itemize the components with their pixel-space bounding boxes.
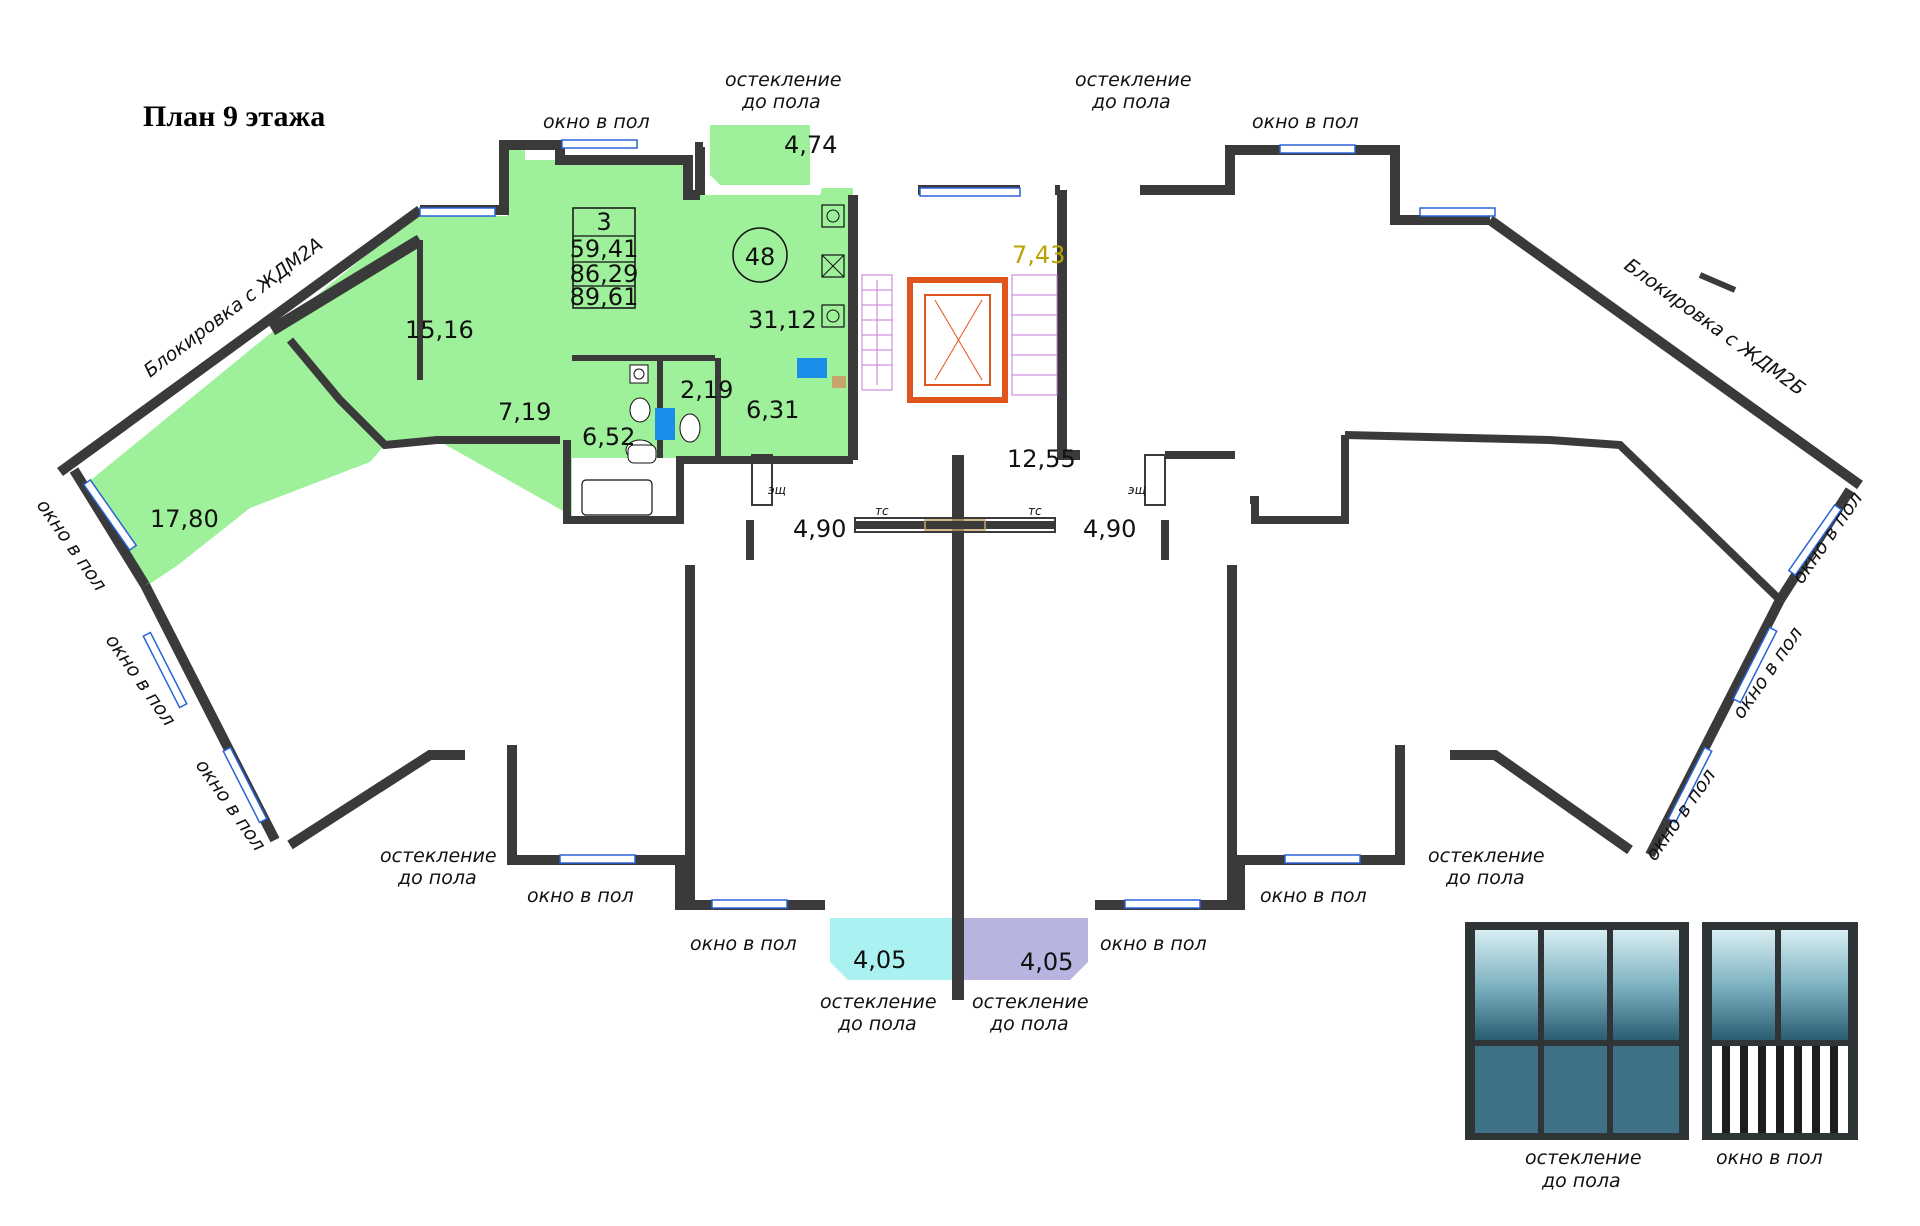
area-vestibule-left: 4,90 <box>793 515 846 543</box>
legend-glazing-label-1: остекление <box>1525 1147 1642 1169</box>
living-area: 59,41 <box>570 235 639 263</box>
staircase <box>861 274 1058 396</box>
legend-window-floor-label: окно в пол <box>1716 1147 1823 1169</box>
area-lobby: 12,55 <box>1007 445 1076 473</box>
area-bedroom-2: 17,80 <box>150 505 219 533</box>
label-glazing-balcony-left-2: до пола <box>837 1013 917 1035</box>
label-glazing-bottom-left-1: остекление <box>380 845 497 867</box>
area-wc: 2,19 <box>680 376 733 404</box>
area-bedroom-1: 15,16 <box>405 316 474 344</box>
kitchen-fixtures <box>797 204 846 388</box>
rooms-count: 3 <box>596 208 611 236</box>
apartment-fill <box>86 142 853 587</box>
apartment-48[interactable] <box>86 125 1088 980</box>
area-living-room: 31,12 <box>748 306 817 334</box>
label-glazing-bottom-right-1: остекление <box>1428 845 1545 867</box>
balcony-bottom-right-fill <box>964 918 1088 980</box>
apartment-number: 48 <box>745 243 776 271</box>
legend-glazing: остекление до пола <box>1465 922 1689 1192</box>
label-window-bottom-center-right: окно в пол <box>1100 933 1207 955</box>
label-glazing-top-right-2: до пола <box>1091 91 1171 113</box>
area-vestibule-right: 4,90 <box>1083 515 1136 543</box>
legend-window-floor: окно в пол <box>1702 922 1858 1169</box>
label-glazing-balcony-right-2: до пола <box>989 1013 1069 1035</box>
plan-title: План 9 этажа <box>143 100 325 133</box>
label-tc-right: тс <box>1028 504 1042 518</box>
area-balcony-bottom-left: 4,05 <box>853 946 906 974</box>
label-window-top-right: окно в пол <box>1252 111 1359 133</box>
label-window-bottom-right: окно в пол <box>1260 885 1367 907</box>
area-balcony-bottom-right: 4,05 <box>1020 948 1073 976</box>
apartment-number-badge: 48 <box>732 227 788 283</box>
label-glazing-bottom-left-2: до пола <box>397 867 477 889</box>
room-areas: 4,74 31,12 15,16 17,80 7,19 6,52 2,19 6,… <box>150 131 1136 976</box>
walls <box>57 140 1863 1000</box>
area-kitchen: 6,31 <box>746 396 799 424</box>
label-window-bottom-center-left: окно в пол <box>690 933 797 955</box>
label-glazing-top-left-2: до пола <box>741 91 821 113</box>
label-glazing-bottom-right-2: до пола <box>1445 867 1525 889</box>
balcony-bottom-left-fill <box>830 918 952 980</box>
label-tc-left: тс <box>875 504 889 518</box>
apartment-info-table: 3 59,41 86,29 89,61 <box>570 207 639 311</box>
label-window-top-left: окно в пол <box>543 111 650 133</box>
annotations: окно в пол остекление до пола остекление… <box>32 69 1867 1035</box>
area-hall: 7,19 <box>498 398 551 426</box>
label-glazing-balcony-right-1: остекление <box>972 991 1089 1013</box>
area-balcony-top: 4,74 <box>784 131 837 159</box>
elevator-shaft <box>907 277 1008 403</box>
small-labels: эщ эщ тс тс <box>768 483 1146 518</box>
total-area: 86,29 <box>570 260 639 288</box>
label-esh-left: эщ <box>768 483 786 497</box>
total-area-balcony: 89,61 <box>570 283 639 311</box>
label-glazing-top-left-1: остекление <box>725 69 842 91</box>
label-window-right-1: окно в пол <box>1788 488 1867 588</box>
corridor-details <box>751 454 1166 533</box>
windows <box>82 139 1843 909</box>
label-glazing-balcony-left-1: остекление <box>820 991 937 1013</box>
balcony-top-fill <box>710 125 810 185</box>
area-staircase: 7,43 <box>1012 241 1065 269</box>
area-bathroom: 6,52 <box>582 423 635 451</box>
label-window-right-3: окно в пол <box>1641 765 1720 865</box>
legend-glazing-label-2: до пола <box>1541 1170 1621 1192</box>
label-glazing-top-right-1: остекление <box>1075 69 1192 91</box>
label-window-bottom-left: окно в пол <box>527 885 634 907</box>
bathroom-fixtures <box>581 364 701 516</box>
label-esh-right: эщ <box>1128 483 1146 497</box>
